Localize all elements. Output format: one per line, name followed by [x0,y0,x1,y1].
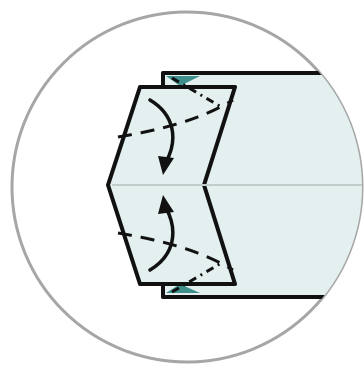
paper-group [108,73,364,297]
